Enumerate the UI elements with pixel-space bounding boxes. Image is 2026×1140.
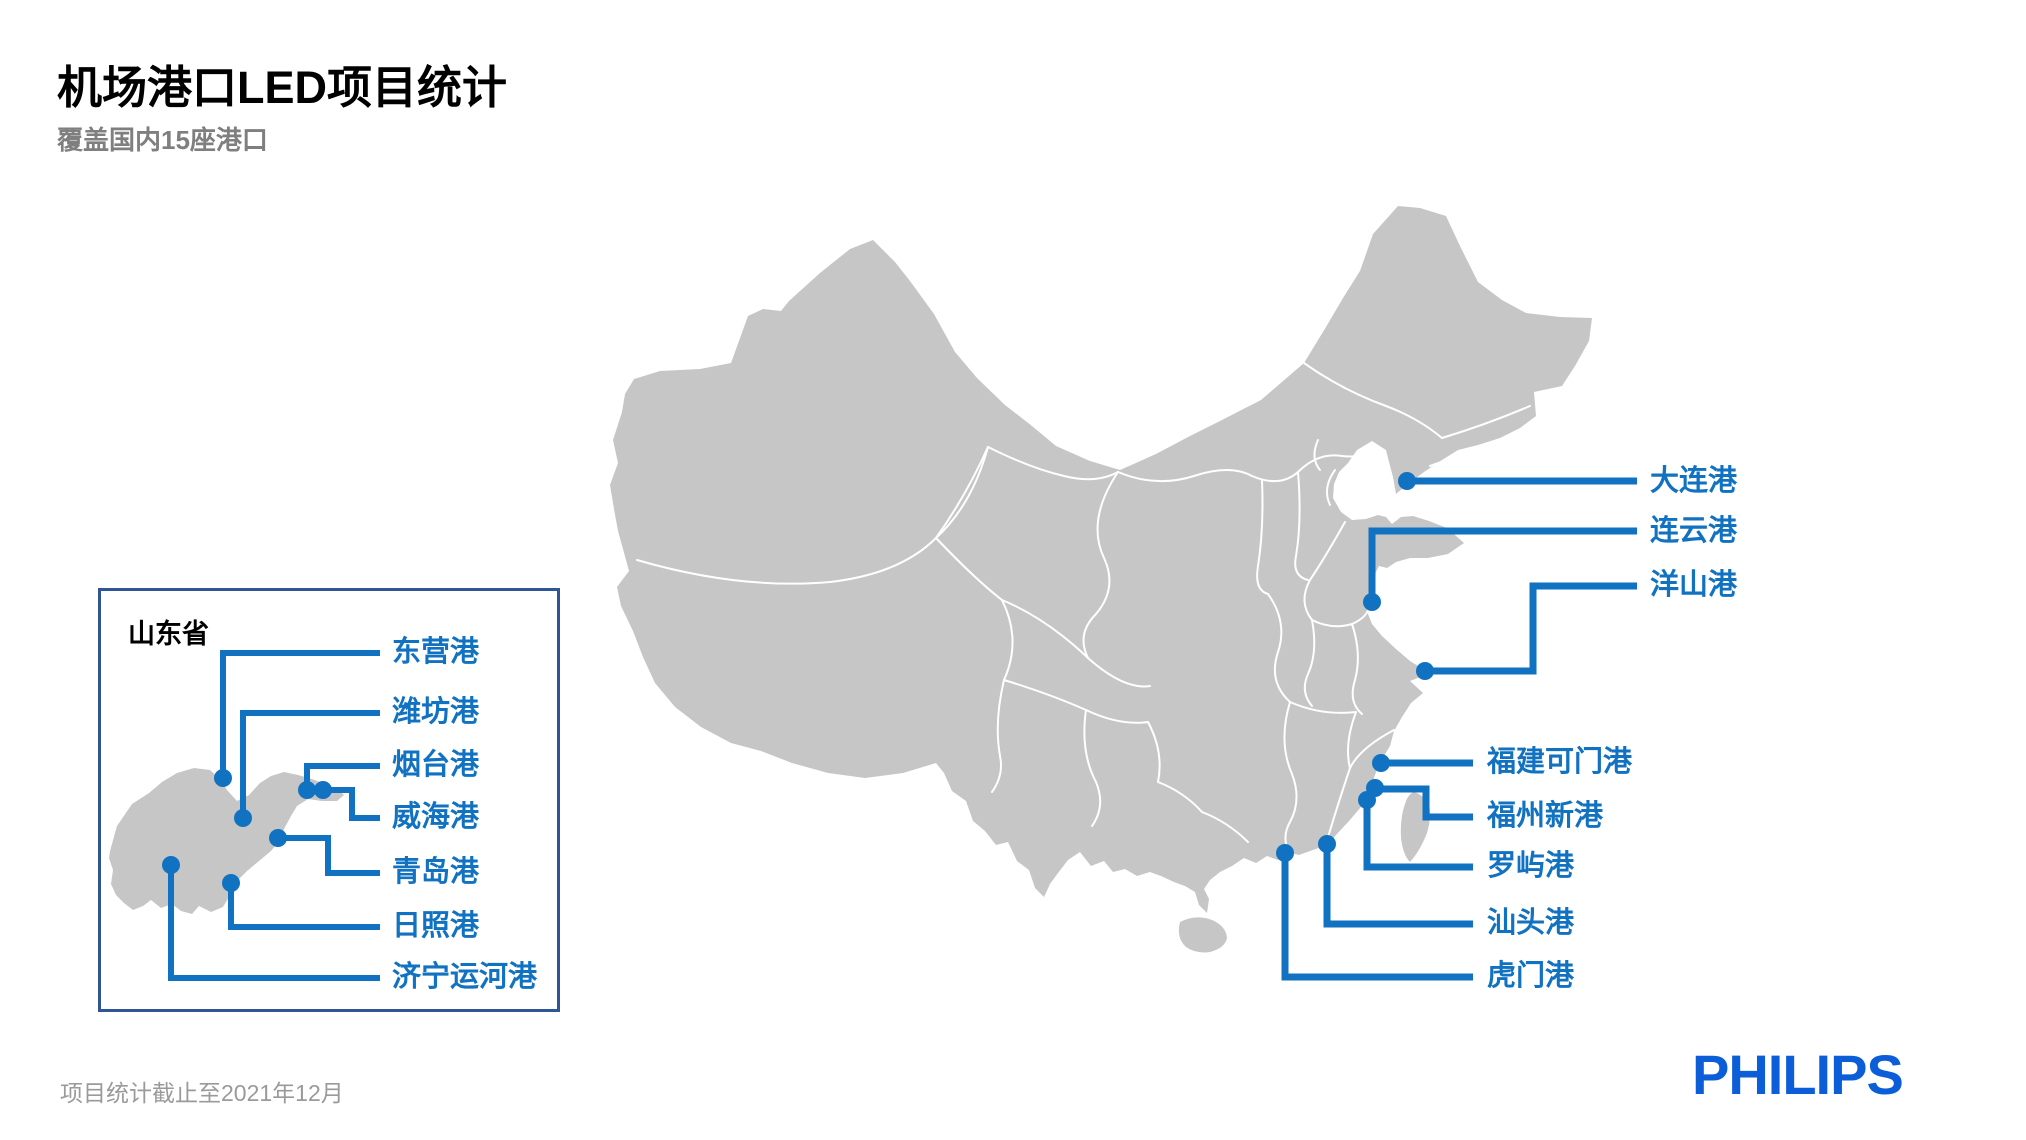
- port-line-shantou: [1323, 844, 1473, 928]
- port-label-qingdao: 青岛港: [392, 856, 480, 888]
- province-borders: [636, 362, 1531, 851]
- port-label-lianyungang: 连云港: [1650, 515, 1738, 547]
- port-label-dalian: 大连港: [1650, 465, 1738, 497]
- port-line-lianyungang: [1368, 527, 1637, 602]
- port-dot-qingdao: [269, 829, 287, 847]
- port-dot-weifang: [234, 809, 252, 827]
- port-dot-kemen: [1372, 754, 1390, 772]
- shandong-province-shape: [109, 768, 344, 914]
- hainan-island-shape: [1178, 917, 1227, 953]
- port-line-luoyu: [1363, 799, 1473, 871]
- port-dot-lianyungang: [1363, 593, 1381, 611]
- main-port-lines: [1281, 477, 1637, 981]
- inset-port-dots: [162, 769, 332, 892]
- port-line-dongying: [220, 650, 380, 778]
- port-dot-rizhao: [222, 874, 240, 892]
- port-label-humen: 虎门港: [1487, 960, 1575, 992]
- page-title: 机场港口LED项目统计: [57, 62, 508, 113]
- port-dot-yantai: [298, 781, 316, 799]
- port-dot-shantou: [1318, 835, 1336, 853]
- port-line-humen: [1281, 853, 1473, 981]
- port-line-weihai: [323, 787, 380, 821]
- port-dot-dalian: [1398, 472, 1416, 490]
- page-subtitle: 覆盖国内15座港口: [57, 125, 268, 156]
- port-dot-weihai: [314, 781, 332, 799]
- port-label-dongying: 东营港: [392, 636, 480, 668]
- port-label-shantou: 汕头港: [1487, 907, 1575, 939]
- port-label-weifang: 潍坊港: [392, 696, 480, 728]
- port-label-weihai: 威海港: [392, 801, 480, 833]
- port-line-rizhao: [228, 883, 380, 930]
- port-dot-yangshan: [1416, 662, 1434, 680]
- port-label-luoyu: 罗屿港: [1487, 850, 1575, 882]
- philips-logo: PHILIPS: [1692, 1043, 1904, 1106]
- port-line-qingdao: [278, 835, 380, 876]
- port-dot-luoyu: [1358, 791, 1376, 809]
- port-dot-jining: [162, 856, 180, 874]
- port-line-jining: [168, 865, 380, 981]
- port-label-yangshan: 洋山港: [1650, 569, 1738, 601]
- shandong-inset-box: [98, 588, 560, 1012]
- port-line-yangshan: [1425, 582, 1637, 675]
- port-label-yantai: 烟台港: [392, 749, 480, 781]
- port-label-rizhao: 日照港: [392, 910, 480, 942]
- port-dot-dongying: [214, 769, 232, 787]
- title-block: 机场港口LED项目统计 覆盖国内15座港口: [57, 64, 507, 157]
- china-mainland-shape: [610, 206, 1592, 913]
- port-label-jining: 济宁运河港: [392, 961, 538, 993]
- port-line-weifang: [240, 710, 380, 818]
- port-line-fuzhouxin: [1375, 785, 1473, 821]
- main-port-dots: [1276, 472, 1434, 862]
- port-label-fuzhouxin: 福州新港: [1487, 800, 1604, 832]
- footer-note: 项目统计截止至2021年12月: [60, 1080, 344, 1106]
- port-label-kemen: 福建可门港: [1487, 746, 1633, 778]
- inset-port-lines: [168, 650, 380, 981]
- shandong-inset-title: 山东省: [128, 619, 209, 649]
- port-dot-humen: [1276, 844, 1294, 862]
